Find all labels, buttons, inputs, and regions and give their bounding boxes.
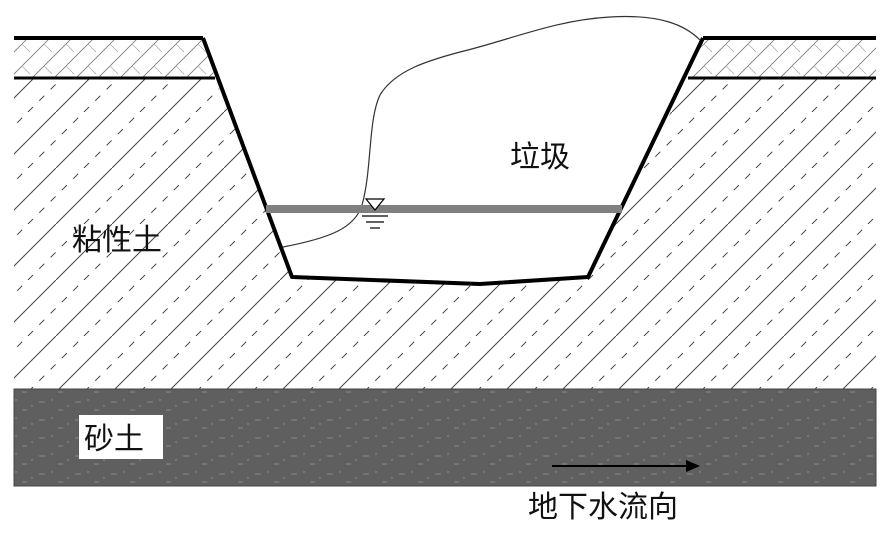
water-level-symbol-icon	[362, 198, 388, 229]
pit-wall-outline	[201, 37, 705, 286]
topsoil-left	[14, 38, 215, 78]
groundwater-flow-arrow-icon	[552, 460, 700, 472]
landfill-pit	[203, 38, 703, 284]
clay-layer	[14, 78, 876, 389]
topsoil-right	[688, 38, 876, 78]
clay-label: 粘性土	[72, 223, 162, 258]
groundwater-flow-label: 地下水流向	[528, 490, 678, 525]
sand-label-box	[79, 415, 163, 459]
waste-label: 垃圾	[510, 140, 570, 175]
sand-label: 砂土	[84, 422, 144, 457]
